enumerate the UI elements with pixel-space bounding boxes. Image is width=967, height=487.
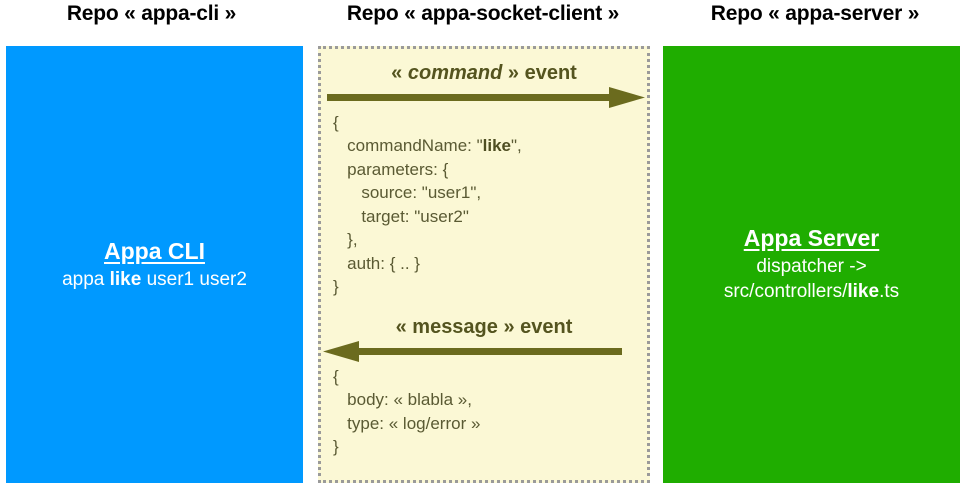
message-quote-close: » <box>497 315 521 338</box>
command-event-section: « command » event { commandName: "like",… <box>321 49 647 299</box>
appa-server-title: Appa Server <box>743 225 880 252</box>
panel-appa-cli: Appa CLI appa like user1 user2 <box>6 46 303 483</box>
server-path-prefix: controllers/ <box>754 280 848 302</box>
message-event-name: message <box>412 315 498 338</box>
message-event-section: « message » event { body: « blabla », ty… <box>321 299 647 459</box>
command-json-after: ", parameters: { source: "user1", target… <box>333 136 522 297</box>
message-event-json: { body: « blabla », type: « log/error » … <box>333 366 481 456</box>
command-event-suffix: event <box>524 62 577 84</box>
command-json-keyword: like <box>482 136 511 156</box>
appa-server-path: dispatcher -> src/controllers/like.ts <box>687 255 937 304</box>
message-event-suffix: event <box>520 315 573 338</box>
command-quote-open: « <box>391 62 408 84</box>
column-title-appa-server: Repo « appa-server » <box>710 2 920 25</box>
command-event-json: { commandName: "like", parameters: { sou… <box>321 111 647 299</box>
message-quote-open: « <box>395 315 413 338</box>
cli-command-keyword: like <box>109 268 142 290</box>
appa-cli-title: Appa CLI <box>104 237 205 264</box>
cli-command-suffix: user1 user2 <box>141 268 247 290</box>
server-path-line1: dispatcher -> src/ <box>723 256 867 302</box>
panel-appa-socket-client: « command » event { commandName: "like",… <box>318 46 650 483</box>
column-title-appa-cli: Repo « appa-cli » <box>66 2 237 25</box>
command-event-heading: « command » event <box>321 61 647 85</box>
command-quote-close: » <box>502 62 525 84</box>
appa-cli-command: appa like user1 user2 <box>62 268 247 293</box>
arrow-command-rightward <box>321 85 647 111</box>
arrow-message-leftward <box>321 339 647 365</box>
server-path-keyword: like <box>847 280 880 302</box>
column-title-appa-socket-client: Repo « appa-socket-client » <box>346 2 620 25</box>
command-json-before: { commandName: " <box>333 113 483 156</box>
cli-command-prefix: appa <box>62 268 110 290</box>
message-event-heading: « message » event <box>321 315 647 339</box>
server-path-suffix: .ts <box>879 280 900 302</box>
panel-appa-server: Appa Server dispatcher -> src/controller… <box>663 46 960 483</box>
command-event-name: command <box>407 62 503 84</box>
